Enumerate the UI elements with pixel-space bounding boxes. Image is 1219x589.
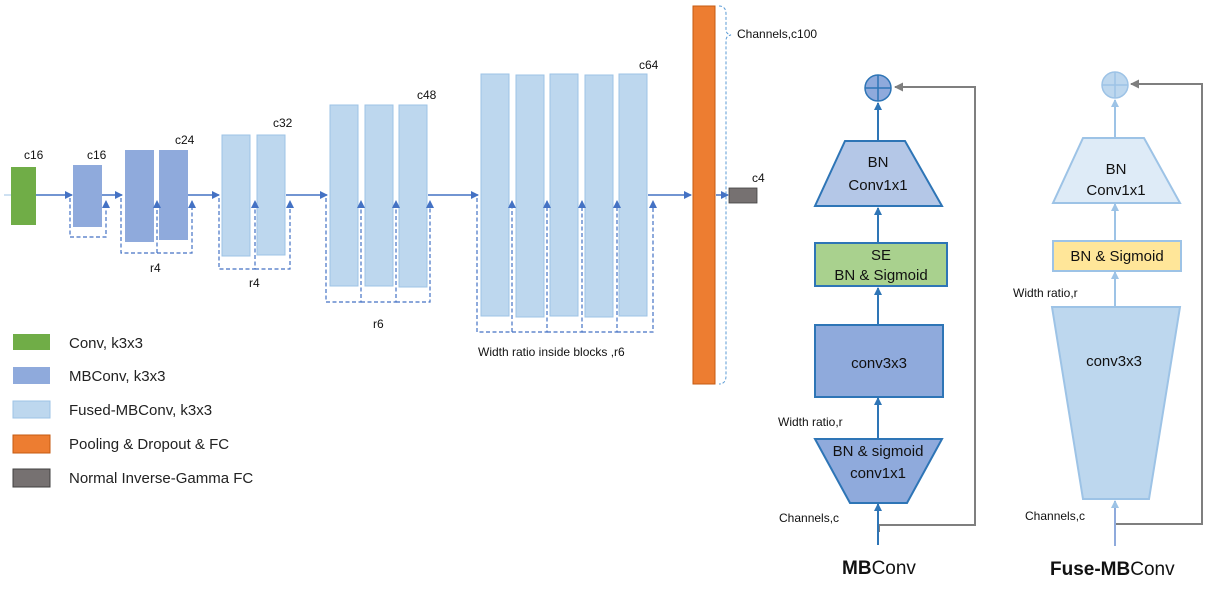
- channel-label: c32: [273, 116, 293, 130]
- block-text: SE: [871, 247, 891, 264]
- legend-label: MBConv, k3x3: [69, 368, 165, 385]
- skip-connection: [218, 198, 259, 270]
- width-ratio-label: Width ratio,r: [1013, 286, 1078, 300]
- pooling-block: [692, 5, 716, 385]
- stage-fused-c64: c64 Width ratio inside blocks ,r6: [476, 58, 659, 359]
- pool-channel-label: Channels,c100: [737, 27, 817, 41]
- legend-swatch-conv: [13, 334, 50, 350]
- bn-sigmoid-block: [1052, 240, 1182, 272]
- channels-label: Channels,c: [779, 511, 839, 525]
- se-block: [814, 242, 948, 287]
- bn-conv1x1-block: [1051, 137, 1182, 204]
- conv3x3-block: [814, 324, 944, 398]
- fused-block: [398, 104, 428, 288]
- mbconv-detail: BN Conv1x1 SE BN & Sigmoid conv3x3 BN & …: [778, 74, 976, 579]
- legend-swatch-mbconv: [13, 367, 50, 384]
- repeat-label: r4: [249, 276, 260, 290]
- channel-brace: [718, 5, 732, 385]
- legend-label: Conv, k3x3: [69, 335, 143, 352]
- mbconv-block: [125, 150, 154, 242]
- skip-connection: [396, 200, 434, 303]
- mbconv-block: [73, 165, 102, 227]
- fused-block: [221, 134, 251, 257]
- fused-block: [364, 104, 394, 287]
- legend-label: Pooling & Dropout & FC: [69, 436, 229, 453]
- bn-sigmoid-conv1x1-block: [813, 438, 944, 504]
- conv3x3-block: [1050, 306, 1182, 500]
- output-channel-label: c4: [752, 171, 765, 185]
- skip-connection: [476, 198, 516, 333]
- skip-connection: [255, 200, 294, 270]
- stage-pooling-fc: Channels,c100 c4: [692, 5, 817, 385]
- fused-block: [515, 74, 545, 318]
- skip-connection: [325, 198, 365, 303]
- fused-block: [480, 73, 510, 317]
- stage-conv: c16: [11, 148, 44, 225]
- fused-block: [584, 74, 614, 318]
- block-text: BN & Sigmoid: [1070, 248, 1163, 265]
- mbconv-title: MBConv: [842, 558, 916, 579]
- channel-label: c16: [24, 148, 44, 162]
- block-text: conv3x3: [851, 355, 907, 372]
- block-text: Conv1x1: [848, 177, 907, 194]
- block-text: BN & sigmoid: [833, 443, 924, 460]
- skip-connection: [120, 198, 161, 254]
- width-ratio-label: Width ratio,r: [778, 415, 843, 429]
- skip-connection: [617, 200, 657, 333]
- stage-mbconv-c16: c16: [69, 148, 110, 238]
- channels-label: Channels,c: [1025, 509, 1085, 523]
- legend-swatch-fused: [12, 400, 51, 419]
- fused-block: [618, 73, 648, 317]
- repeat-label: r4: [150, 261, 161, 275]
- nig-fc-block: [728, 187, 758, 204]
- mbconv-block: [159, 150, 188, 240]
- bn-conv1x1-block: [813, 140, 944, 207]
- stage-fused-c32: c32 r4: [218, 116, 294, 290]
- channel-label: c24: [175, 133, 195, 147]
- fused-block: [329, 104, 359, 287]
- channel-label: c64: [639, 58, 659, 72]
- legend-swatch-pool: [12, 434, 51, 454]
- block-text: conv3x3: [1086, 353, 1142, 370]
- fused-mbconv-detail: BN Conv1x1 BN & Sigmoid conv3x3 Width ra…: [1013, 71, 1203, 580]
- legend-swatch-nig: [12, 468, 51, 488]
- fused-block: [549, 73, 579, 317]
- legend: Conv, k3x3 MBConv, k3x3 Fused-MBConv, k3…: [12, 334, 253, 488]
- block-text: conv1x1: [850, 465, 906, 482]
- block-text: BN: [1106, 161, 1127, 178]
- legend-label: Fused-MBConv, k3x3: [69, 402, 212, 419]
- legend-label: Normal Inverse-Gamma FC: [69, 470, 253, 487]
- channel-label: c48: [417, 88, 437, 102]
- repeat-label: Width ratio inside blocks ,r6: [478, 345, 625, 359]
- channel-label: c16: [87, 148, 107, 162]
- block-text: Conv1x1: [1086, 182, 1145, 199]
- skip-connection: [69, 198, 110, 238]
- skip-connection: [157, 200, 196, 254]
- block-text: BN & Sigmoid: [834, 267, 927, 284]
- stage-mbconv-c24: c24 r4: [120, 133, 196, 275]
- conv-block: [11, 167, 36, 225]
- block-text: BN: [868, 154, 889, 171]
- repeat-label: r6: [373, 317, 384, 331]
- stage-fused-c48: c48 r6: [325, 88, 437, 331]
- fused-block: [256, 134, 286, 256]
- fused-mbconv-title: Fuse-MBConv: [1050, 559, 1175, 580]
